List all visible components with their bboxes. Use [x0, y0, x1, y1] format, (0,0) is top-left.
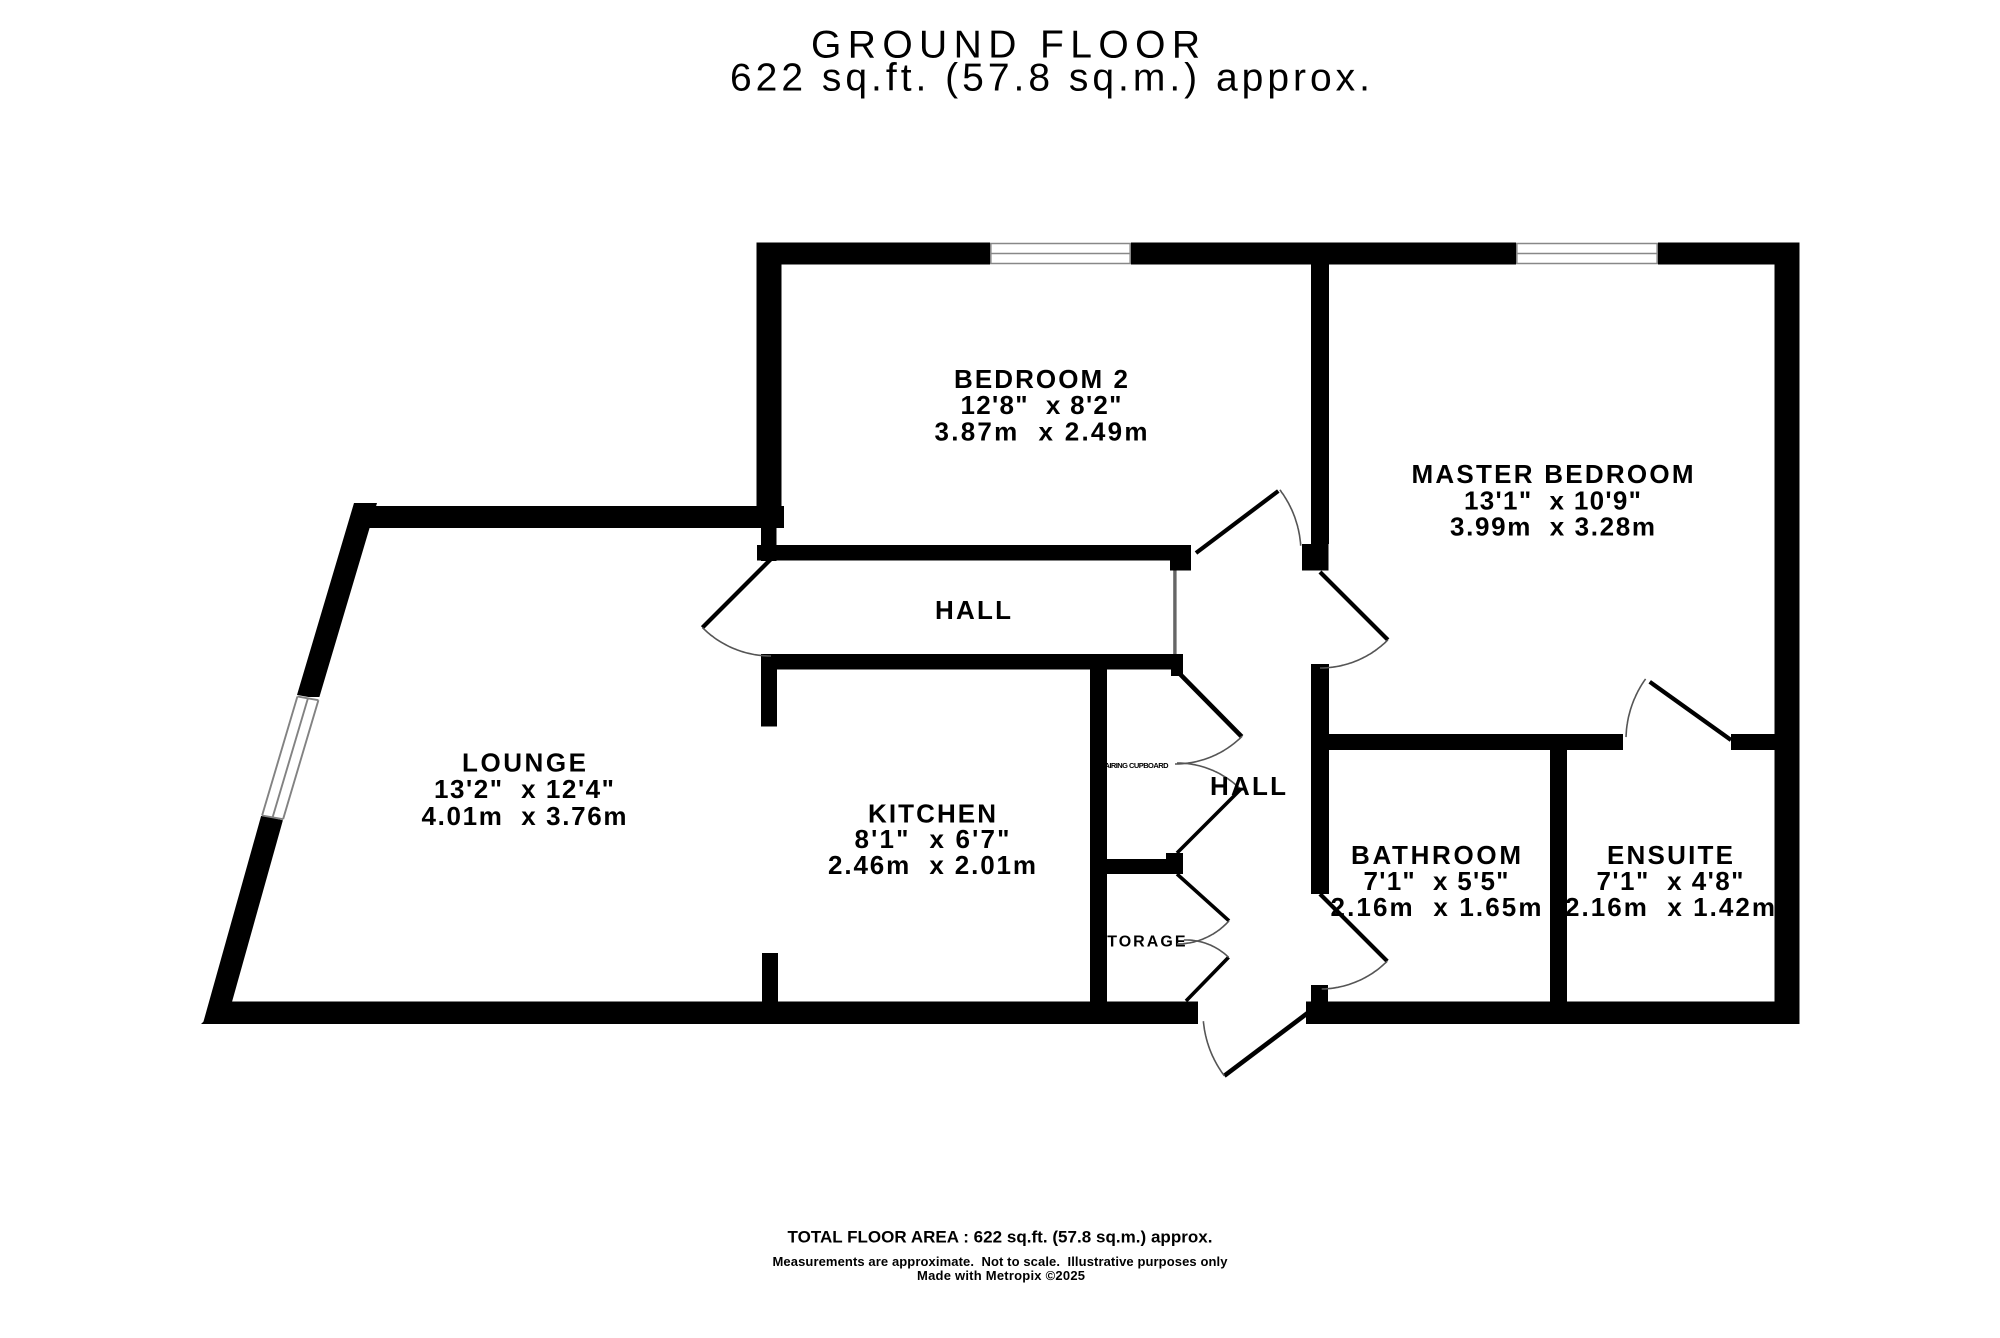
svg-text:HALL: HALL — [1210, 771, 1286, 801]
svg-text:TOTAL FLOOR AREA : 622 sq.ft.: TOTAL FLOOR AREA : 622 sq.ft. (57.8 sq.m… — [788, 1228, 1213, 1247]
svg-text:2.16m x 1.65m: 2.16m x 1.65m — [1331, 892, 1542, 922]
svg-text:12'8" x 8'2": 12'8" x 8'2" — [961, 390, 1122, 420]
svg-text:ENSUITE: ENSUITE — [1607, 840, 1733, 870]
svg-text:GROUND FLOOR: GROUND FLOOR — [811, 23, 1200, 66]
svg-text:7'1" x 4'8": 7'1" x 4'8" — [1597, 866, 1744, 896]
svg-text:AIRING CUPBOARD: AIRING CUPBOARD — [1105, 761, 1170, 770]
svg-text:BATHROOM: BATHROOM — [1351, 840, 1521, 870]
svg-text:2.46m x 2.01m: 2.46m x 2.01m — [828, 850, 1036, 880]
svg-text:3.87m x 2.49m: 3.87m x 2.49m — [935, 416, 1148, 446]
svg-text:KITCHEN: KITCHEN — [868, 799, 996, 829]
svg-text:Measurements are approximate.: Measurements are approximate. Not to sca… — [773, 1254, 1229, 1269]
svg-text:Made with Metropix ©2025: Made with Metropix ©2025 — [917, 1268, 1085, 1283]
svg-text:HALL: HALL — [935, 595, 1011, 625]
svg-text:13'2" x 12'4": 13'2" x 12'4" — [434, 774, 614, 804]
svg-text:2.16m x 1.42m: 2.16m x 1.42m — [1565, 892, 1775, 922]
svg-text:13'1" x 10'9": 13'1" x 10'9" — [1464, 485, 1641, 515]
svg-text:BEDROOM 2: BEDROOM 2 — [954, 364, 1128, 394]
svg-text:MASTER BEDROOM: MASTER BEDROOM — [1412, 459, 1694, 489]
svg-text:3.99m x 3.28m: 3.99m x 3.28m — [1450, 512, 1655, 542]
svg-text:LOUNGE: LOUNGE — [462, 748, 586, 778]
svg-text:622 sq.ft. (57.8 sq.m.) approx: 622 sq.ft. (57.8 sq.m.) approx. — [730, 57, 1370, 100]
svg-text:4.01m x 3.76m: 4.01m x 3.76m — [422, 801, 627, 831]
svg-text:8'1" x 6'7": 8'1" x 6'7" — [855, 824, 1010, 854]
svg-text:STORAGE: STORAGE — [1095, 934, 1186, 951]
svg-text:7'1" x 5'5": 7'1" x 5'5" — [1364, 866, 1509, 896]
